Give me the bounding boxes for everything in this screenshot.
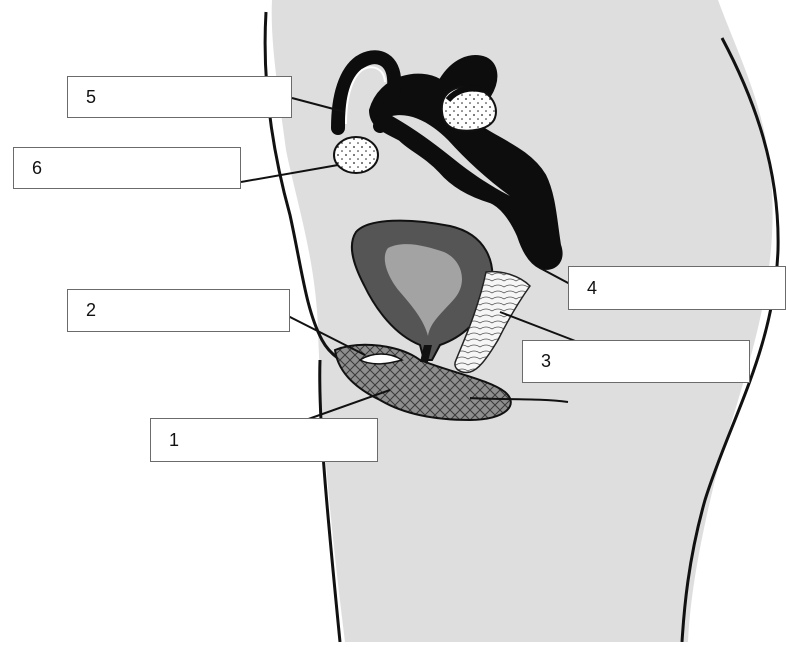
answer-field-6[interactable] xyxy=(42,148,240,188)
label-number-5: 5 xyxy=(86,87,96,108)
label-box-6[interactable]: 6 xyxy=(13,147,241,189)
answer-field-3[interactable] xyxy=(551,341,749,382)
ovary-left xyxy=(334,137,378,173)
answer-field-2[interactable] xyxy=(96,290,289,331)
answer-field-4[interactable] xyxy=(597,267,785,309)
label-box-1[interactable]: 1 xyxy=(150,418,378,462)
label-number-4: 4 xyxy=(587,278,597,299)
answer-field-1[interactable] xyxy=(179,419,377,461)
label-number-3: 3 xyxy=(541,351,551,372)
label-box-4[interactable]: 4 xyxy=(568,266,786,310)
ovary-right xyxy=(442,87,496,131)
label-box-2[interactable]: 2 xyxy=(67,289,290,332)
label-box-3[interactable]: 3 xyxy=(522,340,750,383)
answer-field-5[interactable] xyxy=(96,77,291,117)
label-number-2: 2 xyxy=(86,300,96,321)
label-number-6: 6 xyxy=(32,158,42,179)
label-number-1: 1 xyxy=(169,430,179,451)
label-box-5[interactable]: 5 xyxy=(67,76,292,118)
